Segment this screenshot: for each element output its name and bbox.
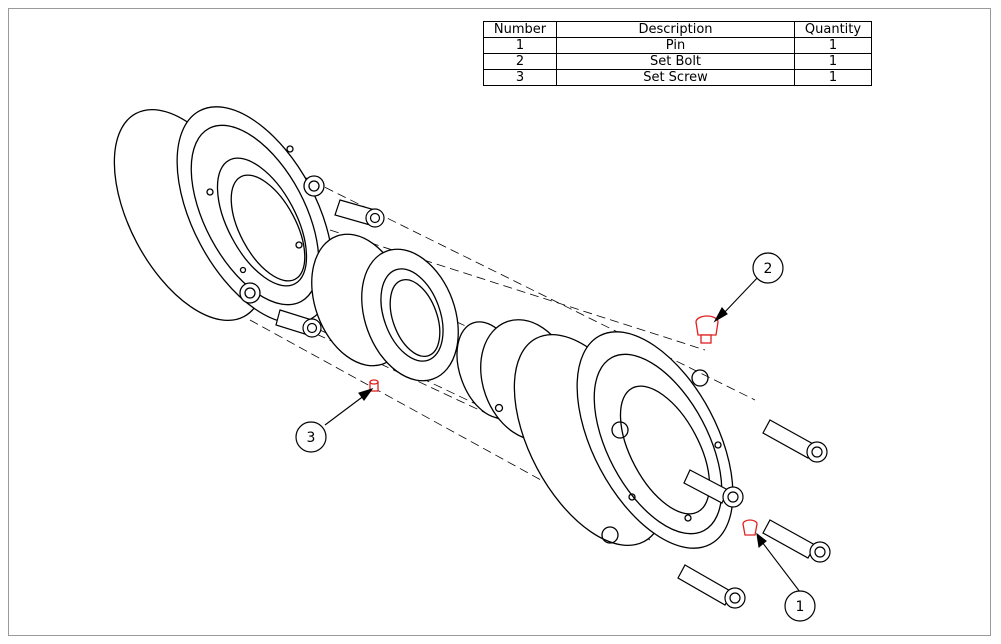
pin-highlight bbox=[742, 519, 758, 536]
right-bolt-upper bbox=[762, 419, 828, 463]
middle-ring-part bbox=[311, 233, 459, 382]
left-bolt-lower bbox=[275, 309, 322, 338]
bill-of-materials-table: Number Description Quantity 1 Pin 1 2 Se… bbox=[483, 21, 872, 86]
row-quantity: 1 bbox=[794, 69, 872, 86]
header-quantity: Quantity bbox=[794, 21, 872, 38]
row-number: 3 bbox=[483, 69, 557, 86]
table-row: 1 Pin 1 bbox=[483, 37, 872, 54]
balloon-1: 1 bbox=[784, 590, 816, 622]
right-bolt-lower bbox=[762, 519, 831, 563]
row-description: Set Screw bbox=[556, 69, 795, 86]
right-bolt-bottom bbox=[677, 564, 746, 609]
set-screw-highlight bbox=[369, 379, 379, 392]
balloon-2: 2 bbox=[752, 252, 784, 284]
left-flange-part bbox=[113, 106, 334, 324]
left-bolt-upper bbox=[334, 199, 385, 228]
balloon-3: 3 bbox=[295, 421, 327, 453]
row-description: Pin bbox=[556, 37, 795, 54]
balloon-2-label: 2 bbox=[764, 261, 773, 277]
right-bolt-middle bbox=[683, 469, 744, 508]
drawing-frame bbox=[8, 8, 991, 636]
right-flange-part bbox=[513, 331, 734, 549]
row-description: Set Bolt bbox=[556, 53, 795, 70]
leader-lines bbox=[324, 274, 801, 593]
set-bolt-highlight bbox=[695, 315, 719, 344]
balloon-3-label: 3 bbox=[307, 430, 316, 446]
balloon-1-label: 1 bbox=[796, 599, 805, 615]
table-row: 3 Set Screw 1 bbox=[483, 69, 872, 86]
